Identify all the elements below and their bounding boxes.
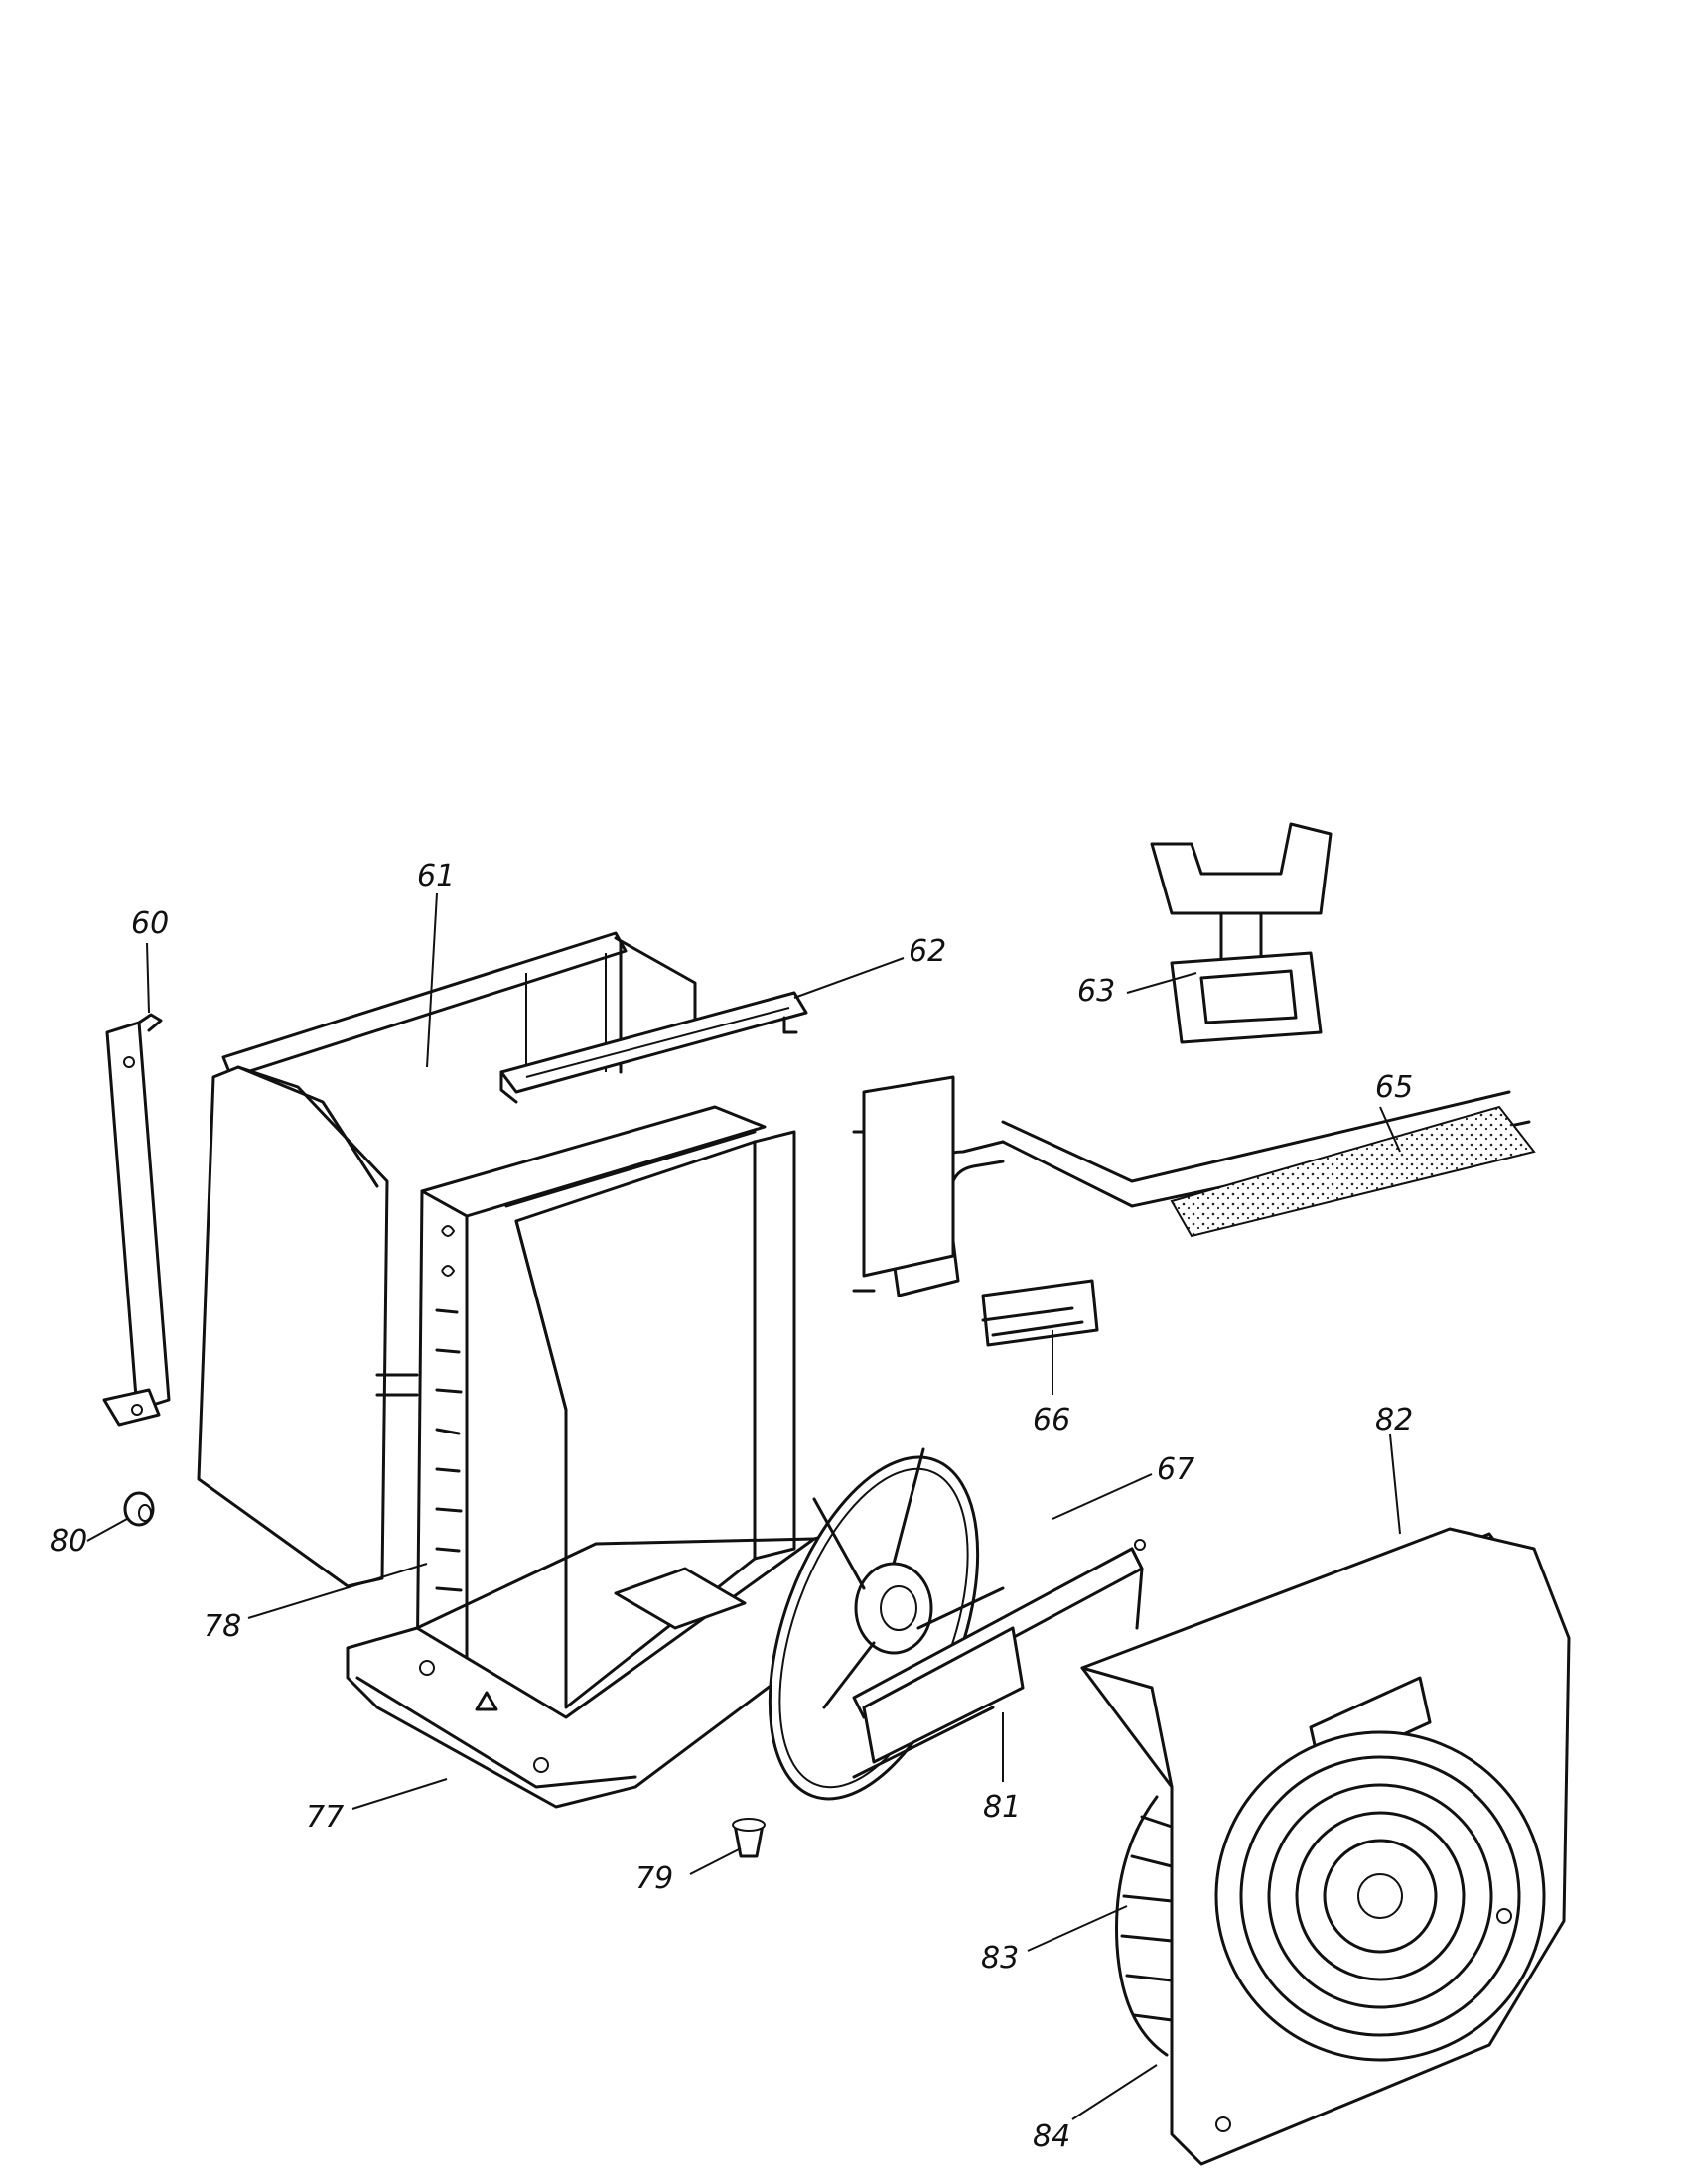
leader-lines <box>86 892 1401 2120</box>
label-80: 80 <box>50 1524 87 1559</box>
leader-65 <box>1379 1106 1401 1153</box>
label-82: 82 <box>1375 1403 1413 1437</box>
label-83: 83 <box>981 1941 1019 1976</box>
label-61: 61 <box>417 859 455 893</box>
leader-84 <box>1071 2064 1158 2120</box>
leader-62 <box>793 957 905 999</box>
label-79: 79 <box>635 1861 673 1896</box>
label-81: 81 <box>983 1790 1021 1825</box>
leader-61 <box>426 892 438 1068</box>
part-63-u-bracket <box>1150 822 1333 1044</box>
label-63: 63 <box>1077 974 1115 1009</box>
part-84-grille-panel <box>1080 1527 1571 2166</box>
label-62: 62 <box>909 934 946 969</box>
coil-header-bracket <box>852 1075 955 1293</box>
part-83-grille-guard <box>1115 1795 1174 2057</box>
leader-80 <box>86 1518 128 1542</box>
label-67: 67 <box>1157 1452 1194 1487</box>
label-65: 65 <box>1375 1070 1413 1105</box>
leader-60 <box>146 942 150 1014</box>
part-66-clip <box>981 1279 1099 1347</box>
leader-83 <box>1027 1905 1128 1952</box>
leader-63 <box>1126 972 1197 994</box>
leader-82 <box>1389 1433 1401 1535</box>
leader-77 <box>351 1778 448 1810</box>
part-62-top-bracket <box>499 991 808 1104</box>
leader-78 <box>247 1563 428 1619</box>
label-78: 78 <box>204 1609 241 1644</box>
part-60-side-bracket <box>102 1013 171 1427</box>
part-61-shroud <box>197 931 697 1588</box>
leader-67 <box>1052 1473 1153 1520</box>
label-60: 60 <box>131 906 169 941</box>
label-84: 84 <box>1033 2119 1070 2154</box>
part-79-plug <box>732 1818 766 1858</box>
leader-79 <box>689 1847 742 1875</box>
part-81-motor-mount <box>852 1539 1146 1779</box>
label-66: 66 <box>1033 1403 1070 1437</box>
label-77: 77 <box>306 1800 344 1835</box>
part-labels: 60 61 62 63 65 66 67 77 78 79 80 81 82 8… <box>50 859 1413 2154</box>
part-80-plug <box>123 1491 155 1527</box>
part-65-tubing <box>892 1090 1536 1297</box>
